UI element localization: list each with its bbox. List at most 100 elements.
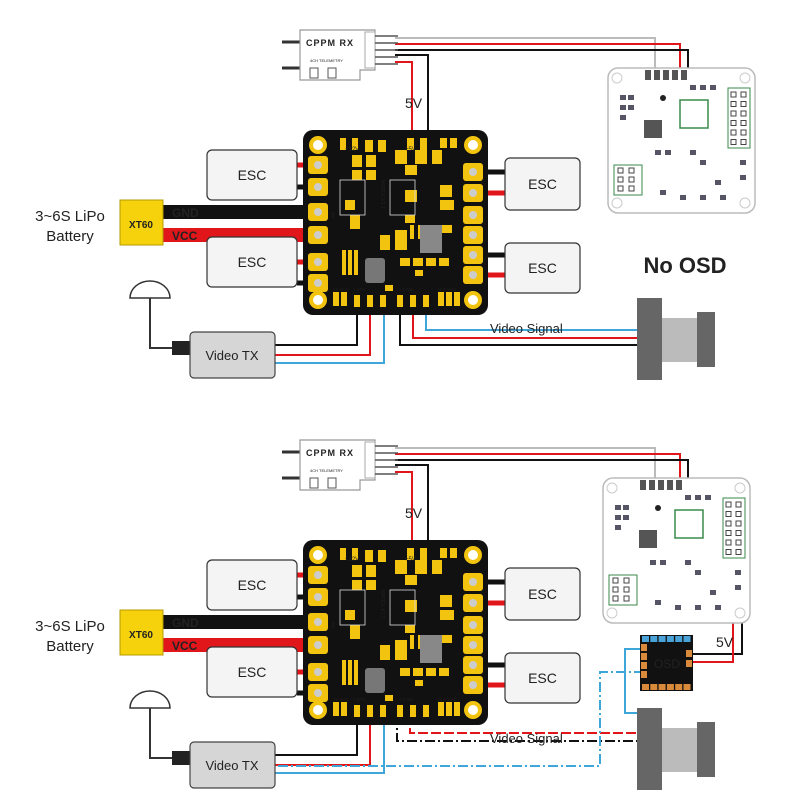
fc-component	[623, 515, 629, 520]
fc-component	[675, 605, 681, 610]
osd-pin	[641, 653, 647, 660]
pcb-component-pad	[440, 595, 452, 607]
pcb-component-pad	[348, 660, 352, 685]
rx-signal-wire	[395, 447, 656, 485]
pcb-component-pad	[420, 548, 427, 560]
esc-label: ESC	[238, 577, 267, 593]
fc-mounting-hole	[734, 607, 746, 619]
pcb-component-pad	[405, 625, 415, 633]
fc-chip	[644, 120, 662, 138]
fc-component	[735, 585, 741, 590]
vtx-video-wire	[275, 305, 385, 364]
fc-component	[680, 195, 686, 200]
pcb-component-pad	[395, 230, 407, 250]
esc-box	[206, 559, 298, 611]
rx-gnd-wire	[395, 54, 429, 135]
esc-label: ESC	[528, 670, 557, 686]
fc-mounting-hole	[606, 607, 618, 619]
fc-component	[715, 605, 721, 610]
osd-pin	[658, 636, 666, 642]
pdb-cam-vcc-label: 12 5 VCC	[437, 697, 457, 702]
pcb-component-pad	[438, 702, 444, 716]
fc-header-pin	[623, 595, 630, 602]
pcb-component-pad	[352, 548, 358, 560]
fc-header-pin	[617, 185, 624, 192]
pcb-component-pad	[405, 600, 417, 612]
esc-4: ESC	[504, 242, 581, 294]
rx-power-label: 5V	[405, 95, 423, 111]
esc-label: ESC	[238, 664, 267, 680]
pad-hole	[469, 681, 477, 689]
pcb-component-pad	[405, 575, 417, 585]
receiver-port	[327, 67, 337, 79]
pcb-component-pad	[450, 548, 457, 558]
fc-component	[705, 495, 711, 500]
pcb-component-pad	[405, 165, 417, 175]
fc-component	[685, 560, 691, 565]
pcb-outline	[389, 589, 416, 626]
osd-pin	[641, 671, 647, 678]
fc-header-pin	[735, 549, 742, 555]
camera-body	[637, 708, 662, 790]
pcb-component-pad	[415, 560, 427, 574]
pcb-component-pad	[395, 560, 407, 574]
battery-label-line1: 3~6S LiPo	[35, 618, 105, 635]
pcb-component-pad	[400, 258, 410, 266]
pcb-component-pad	[415, 270, 423, 276]
fc-header-pin	[725, 530, 732, 536]
esc-label: ESC	[238, 167, 267, 183]
fc-header-pin	[623, 577, 630, 584]
pcb-component-pad	[341, 702, 347, 716]
fc-component	[710, 85, 716, 90]
pcb-component-pad	[340, 138, 346, 150]
pcb-component-pad	[352, 170, 362, 180]
fc-connector-pin	[672, 70, 678, 80]
esc-label: ESC	[528, 260, 557, 276]
fc-component	[695, 570, 701, 575]
pcb-component-pad	[405, 190, 417, 202]
fc-mcu	[674, 509, 704, 539]
pcb-component-pad	[345, 200, 355, 210]
rx-power-wire	[395, 453, 681, 485]
mounting-hole-center	[313, 140, 323, 150]
pdb-12v-label: +12V-	[345, 557, 361, 563]
pcb-component-pad	[352, 565, 362, 577]
pcb-component-pad	[405, 215, 415, 223]
pcb-component-pad	[446, 292, 452, 306]
pcb-component-pad	[367, 295, 373, 307]
fc-component	[720, 195, 726, 200]
fc-component	[700, 85, 706, 90]
video-tx-box	[189, 741, 276, 789]
pcb-component-pad	[432, 150, 442, 164]
pcb-chip	[365, 668, 385, 693]
esc-box	[504, 652, 581, 704]
xt60-connector	[119, 609, 164, 656]
pad-hole	[469, 271, 477, 279]
fc-header-pin	[725, 511, 732, 517]
esc-2: ESC	[206, 236, 298, 288]
pdb-vtx-label: 12 VCC - + VTX	[333, 697, 365, 702]
esc-1: ESC	[206, 559, 298, 611]
fc-pin-header	[722, 497, 746, 559]
pcb-component-pad	[352, 155, 362, 167]
pcb-component-pad	[354, 295, 360, 307]
fc-component	[615, 515, 621, 520]
fc-header-pin	[735, 501, 742, 508]
esc-2: ESC	[206, 646, 298, 698]
pcb-component-pad	[440, 610, 454, 620]
pad-hole	[314, 641, 322, 649]
pad-hole	[469, 231, 477, 239]
pcb-component-pad	[407, 548, 414, 560]
rx-power-wire	[395, 43, 681, 75]
fc-mcu	[679, 99, 709, 129]
fc-component	[620, 115, 626, 120]
osd-pin	[658, 684, 666, 690]
fc-connector-pin	[667, 480, 673, 490]
osd-label: OSD	[654, 657, 680, 671]
pcb-component-pad	[345, 610, 355, 620]
gnd-wire	[163, 615, 318, 629]
video-tx-box	[189, 331, 276, 379]
